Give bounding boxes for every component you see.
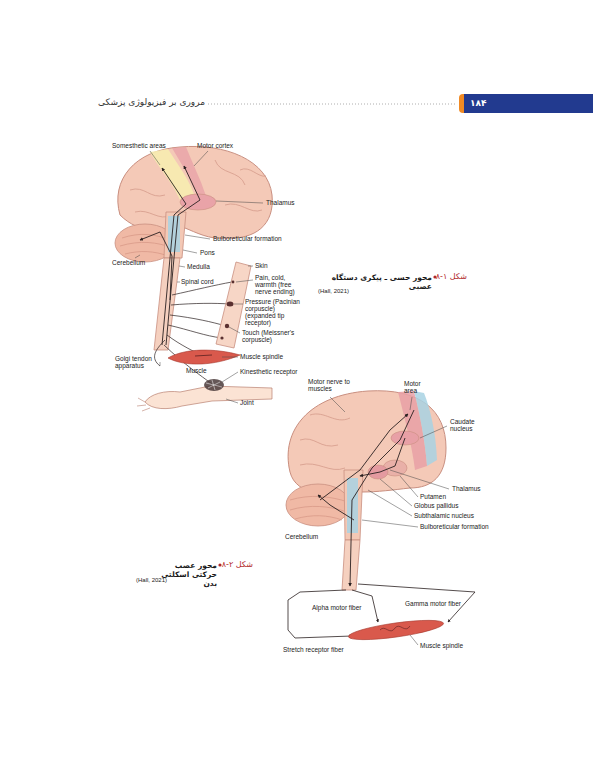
part-label: Pain, cold, warmth (free nerve ending) — [255, 274, 301, 295]
page-number: ۱۸۴ — [470, 98, 486, 108]
part-label: Stretch receptor fiber — [283, 646, 344, 653]
part-label: Globus pallidus — [414, 502, 458, 509]
citation: (Hall, 2021) — [136, 577, 167, 583]
part-label: Muscle spindle — [240, 353, 283, 360]
part-label: Skin — [255, 262, 268, 269]
part-label: Motor area — [404, 380, 428, 394]
part-label: Subthalamic nucleus — [414, 512, 474, 519]
running-header: مروری بر فیزیولوژی پزشکی — [90, 97, 205, 107]
part-label: Alpha motor fiber — [312, 604, 362, 611]
part-label: Muscle spindle — [420, 642, 463, 649]
part-label: Bulboreticular formation — [213, 235, 282, 242]
part-label: Kinesthetic receptor — [240, 368, 297, 375]
part-label: Somesthetic areas — [112, 142, 166, 149]
part-label: Thalamus — [452, 485, 481, 492]
part-label: Cerebellum — [112, 259, 145, 266]
part-label: Thalamus — [266, 199, 295, 206]
citation: (Hall, 2021) — [318, 288, 349, 294]
part-label: Medulla — [187, 263, 210, 270]
part-label: Muscle — [186, 367, 207, 374]
part-label: Caudate nucleus — [450, 418, 484, 432]
motor-figure — [218, 391, 475, 645]
part-label: Spinal cord — [181, 278, 214, 285]
figure-caption: محور عصب حرکتی اسکلتی بدن — [150, 561, 217, 588]
page-header — [208, 94, 593, 113]
figure-number: شکل ۲-۸ — [223, 560, 253, 569]
part-label: Pressure (Pacinian corpuscle) (expanded … — [245, 298, 307, 326]
part-label: Motor cortex — [197, 142, 233, 149]
part-label: Cerebellum — [285, 533, 318, 540]
part-label: Gamma motor fiber — [405, 600, 461, 607]
part-label: Motor nerve to muscles — [308, 378, 352, 392]
part-label: Touch (Meissner's corpuscle) — [242, 329, 304, 343]
part-label: Bulboreticular formation — [420, 523, 489, 530]
part-label: Pons — [200, 249, 215, 256]
sensory-figure — [115, 146, 437, 411]
figure-number: شکل ۱-۸ — [439, 272, 467, 281]
part-label: Joint — [240, 399, 254, 406]
part-label: Putamen — [420, 493, 446, 500]
part-label: Golgi tendon apparatus — [115, 355, 159, 369]
